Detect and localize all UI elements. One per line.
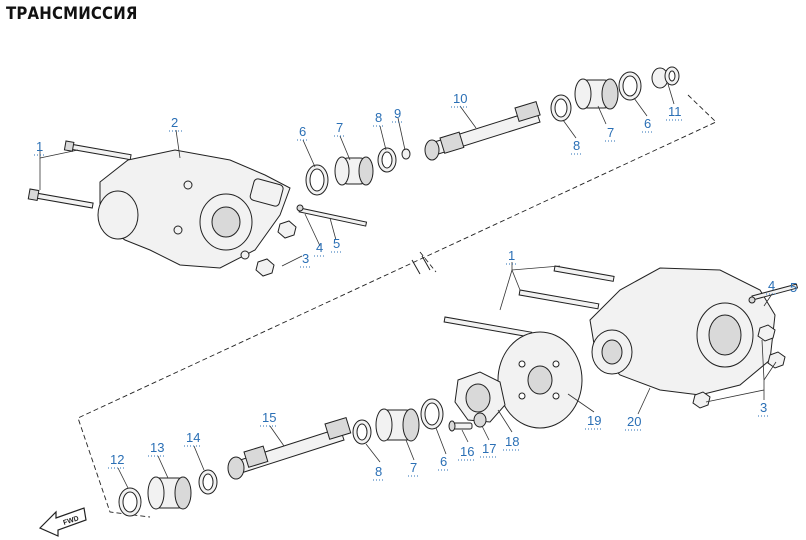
break-mark — [411, 255, 431, 275]
callout-13[interactable]: 13 — [150, 440, 164, 455]
pin-upper — [296, 204, 368, 227]
callout-20[interactable]: 20 — [627, 414, 641, 429]
callout-8-lower[interactable]: 8 — [375, 464, 382, 479]
callout-5-upper[interactable]: 5 — [333, 236, 340, 251]
callout-18[interactable]: 18 — [505, 434, 519, 449]
callout-19[interactable]: 19 — [587, 413, 601, 428]
fwd-arrow-text: FWD — [62, 515, 79, 527]
ring-6-upper-right — [618, 71, 642, 101]
callout-15[interactable]: 15 — [262, 410, 276, 425]
bearing-7-lower — [375, 408, 420, 442]
bearing-7-upper — [334, 156, 374, 186]
bolt-upper-1 — [63, 140, 132, 161]
leader-lines — [39, 83, 777, 489]
callout-7-upper[interactable]: 7 — [336, 120, 343, 135]
callout-3-lower[interactable]: 3 — [760, 400, 767, 415]
callout-17[interactable]: 17 — [482, 441, 496, 456]
nuts-lower — [692, 324, 786, 409]
fwd-arrow: FWD — [38, 507, 87, 537]
shaft-15 — [227, 416, 352, 480]
callout-6-upper[interactable]: 6 — [299, 124, 306, 139]
ring-8-upper — [377, 147, 397, 173]
callout-4-upper[interactable]: 4 — [316, 240, 323, 255]
callout-6-upper-right[interactable]: 6 — [644, 116, 651, 131]
bearing-7-upper-right — [574, 78, 619, 110]
ring-9 — [401, 148, 411, 160]
ring-6-lower — [420, 398, 444, 430]
callout-5-lower[interactable]: 5 — [790, 280, 797, 295]
ring-8-upper-right — [550, 94, 572, 122]
nut-upper — [255, 220, 297, 277]
callout-7-lower[interactable]: 7 — [410, 460, 417, 475]
bolts-lower — [443, 265, 615, 338]
callout-14[interactable]: 14 — [186, 430, 200, 445]
nut-17 — [473, 412, 487, 428]
assembly-guide-lines — [77, 94, 717, 518]
ring-12 — [118, 487, 142, 517]
callout-10[interactable]: 10 — [453, 91, 467, 106]
callout-11[interactable]: 11 — [668, 104, 682, 119]
callout-3-upper[interactable]: 3 — [302, 251, 309, 266]
bearing-13 — [147, 476, 192, 510]
ring-8-lower — [352, 419, 372, 445]
callout-2[interactable]: 2 — [171, 115, 178, 130]
front-housing — [97, 149, 291, 269]
seal-11 — [651, 66, 680, 89]
callout-8-upper-right[interactable]: 8 — [573, 138, 580, 153]
rear-housing — [589, 267, 776, 396]
callout-4-lower[interactable]: 4 — [768, 278, 775, 293]
flange-18 — [454, 371, 506, 423]
callout-7-upper-right[interactable]: 7 — [607, 125, 614, 140]
bolt-16 — [448, 420, 473, 432]
callout-8-upper[interactable]: 8 — [375, 110, 382, 125]
bolt-upper-2 — [27, 188, 94, 209]
shaft-10 — [424, 100, 541, 161]
page-title: ТРАНСМИССИЯ — [6, 4, 138, 24]
callouts: 1 2 3 4 5 6 7 8 9 10 8 7 6 11 1 4 5 20 3 — [34, 91, 797, 481]
callout-9[interactable]: 9 — [394, 106, 401, 121]
brake-disc-19 — [497, 331, 583, 429]
ring-6-upper — [305, 164, 329, 196]
callout-1-upper[interactable]: 1 — [36, 139, 43, 154]
ring-14 — [198, 469, 218, 495]
callout-12[interactable]: 12 — [110, 452, 124, 467]
callout-6-lower[interactable]: 6 — [440, 454, 447, 469]
callout-16[interactable]: 16 — [460, 444, 474, 459]
callout-1-lower[interactable]: 1 — [508, 248, 515, 263]
